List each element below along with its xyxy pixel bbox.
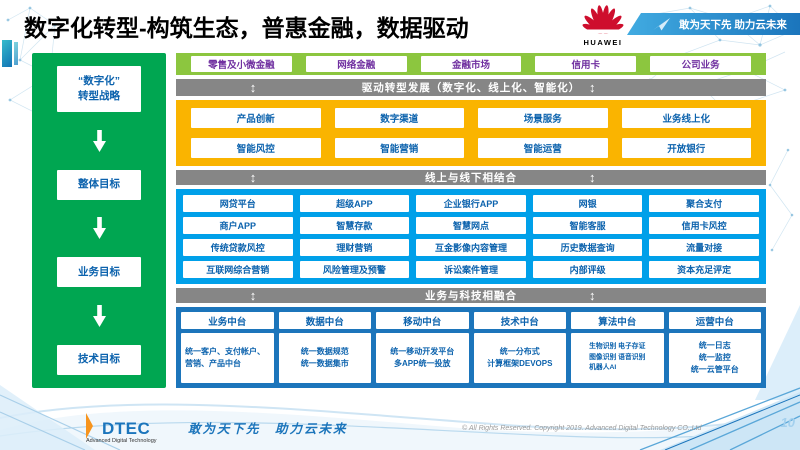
application-box: 商户APP [183,217,293,234]
business-line-box: 金融市场 [420,56,522,72]
updown-arrow-icon: ↕ [589,79,597,95]
huawei-wordmark: HUAWEI [583,38,623,47]
application-box: 信用卡风控 [649,217,759,234]
platform-title: 运营中台 [668,312,761,329]
adtec-logo: DTEC Advanced Digital Technology [86,411,186,444]
title-accent-bars [0,38,20,68]
drive-transform-bar: ↕ 驱动转型发展（数字化、线上化、智能化） ↕ [176,79,766,96]
drive-transform-label: 驱动转型发展（数字化、线上化、智能化） [361,82,581,94]
application-box: 智能客服 [532,217,643,234]
platform-title: 技术中台 [473,312,566,329]
overall-goal-label: 整体目标 [78,178,120,191]
tech-goal-label: 技术目标 [78,353,120,366]
huawei-logo: HUAWEI [576,3,630,49]
application-box: 流量对接 [649,239,759,256]
capability-box: 数字渠道 [334,108,464,128]
application-box: 企业银行APP [416,195,526,212]
sidebar-box-overall-goal: 整体目标 [57,169,141,200]
online-offline-bar: ↕ 线上与线下相结合 ↕ [176,170,766,185]
platform-column-operations: 运营中台 统一日志 统一监控 统一云管平台 [668,312,761,383]
platform-column-data: 数据中台 统一数据规范 统一数据集市 [278,312,371,383]
platform-column-business: 业务中台 统一客户、支付帐户、营销、产品中台 [181,312,274,383]
application-box: 资本充足评定 [649,261,759,278]
platform-title: 业务中台 [181,312,274,329]
platform-title: 数据中台 [278,312,371,329]
application-box: 传统贷款风控 [183,239,293,256]
application-box: 超级APP [299,195,410,212]
platform-body: 统一移动开发平台 多APP统一投放 [376,333,469,383]
application-box: 历史数据查询 [532,239,643,256]
updown-arrow-icon: ↕ [249,169,258,185]
page-number: 10 [780,415,795,430]
application-box: 理财营销 [299,239,410,256]
transformation-diagram: 零售及小微金融 网络金融 金融市场 信用卡 公司业务 ↕ 驱动转型发展（数字化、… [176,53,766,388]
paper-plane-icon [653,17,670,30]
capability-section: 产品创新 数字渠道 场景服务 业务线上化 智能风控 智能营销 智能运营 开放银行 [176,100,766,166]
copyright-text: © All Rights Reserved. Copyright 2019. A… [462,425,702,432]
business-line-box: 信用卡 [535,56,637,72]
application-box: 诉讼案件管理 [416,261,526,278]
footer-slogan: 敢为天下先 助力云未来 [188,422,348,436]
application-box: 聚合支付 [649,195,759,212]
adtec-wordmark: DTEC [102,419,151,438]
updown-arrow-icon: ↕ [249,287,258,303]
business-goal-label: 业务目标 [78,265,120,278]
business-line-box: 零售及小微金融 [191,56,292,72]
platform-column-mobile: 移动中台 统一移动开发平台 多APP统一投放 [376,312,469,383]
application-box: 内部评级 [532,261,643,278]
biz-tech-bar: ↕ 业务与科技相融合 ↕ [176,288,766,303]
strategy-label-line2: 转型战略 [78,90,120,102]
application-box: 风险管理及预警 [299,261,410,278]
business-line-box: 网络金融 [305,56,407,72]
platform-title: 移动中台 [376,312,469,329]
platform-column-algorithm: 算法中台 生物识别 电子存证 图像识别 语音识别 机器人AI [571,312,664,383]
application-box: 互金影像内容管理 [416,239,526,256]
capability-box: 业务线上化 [621,108,751,128]
sidebar-box-tech-goal: 技术目标 [57,344,141,375]
application-section: 网贷平台 超级APP 企业银行APP 网银 聚合支付 商户APP 智慧存款 智慧… [176,189,766,284]
page-title: 数字化转型-构筑生态，普惠金融，数据驱动 [24,15,469,41]
strategy-label-line1: “数字化” [78,74,120,87]
banner-slogan-label: 敢为天下先 助力云未来 [679,18,787,31]
huawei-flower-icon [582,5,624,34]
platform-body: 统一数据规范 统一数据集市 [278,333,371,383]
application-box: 互联网综合营销 [183,261,293,278]
updown-arrow-icon: ↕ [589,287,597,303]
business-line-box: 公司业务 [650,56,751,72]
strategy-sidebar: “数字化” 转型战略 整体目标 业务目标 技术目标 [32,53,166,388]
updown-arrow-icon: ↕ [249,79,258,95]
arrow-down-icon [92,217,106,240]
platform-body: 生物识别 电子存证 图像识别 语音识别 机器人AI [571,333,664,383]
platform-body: 统一分布式 计算框架DEVOPS [473,333,566,383]
capability-box: 智能营销 [334,138,464,158]
platform-title: 算法中台 [571,312,664,329]
application-box: 智慧存款 [299,217,410,234]
business-line-row: 零售及小微金融 网络金融 金融市场 信用卡 公司业务 [176,53,766,75]
platform-section: 业务中台 统一客户、支付帐户、营销、产品中台 数据中台 统一数据规范 统一数据集… [176,307,766,388]
arrow-down-icon [92,129,106,152]
capability-box: 场景服务 [478,108,608,128]
application-box: 网银 [532,195,643,212]
updown-arrow-icon: ↕ [589,169,597,185]
slogan-banner: 敢为天下先 助力云未来 [627,13,800,35]
capability-box: 产品创新 [191,108,321,128]
capability-box: 智能风控 [191,138,321,158]
sidebar-box-business-goal: 业务目标 [57,257,141,288]
adtec-triangle-icon [86,413,100,439]
online-offline-label: 线上与线下相结合 [425,172,517,184]
adtec-tagline: Advanced Digital Technology [86,438,157,444]
platform-body: 统一客户、支付帐户、营销、产品中台 [181,333,274,383]
platform-body: 统一日志 统一监控 统一云管平台 [668,333,761,383]
arrow-down-icon [92,305,106,328]
capability-box: 智能运营 [478,138,608,158]
platform-column-tech: 技术中台 统一分布式 计算框架DEVOPS [473,312,566,383]
capability-box: 开放银行 [621,138,751,158]
application-box: 网贷平台 [183,195,293,212]
sidebar-box-strategy: “数字化” 转型战略 [57,66,141,112]
biz-tech-label: 业务与科技相融合 [425,290,517,302]
application-box: 智慧网点 [416,217,526,234]
